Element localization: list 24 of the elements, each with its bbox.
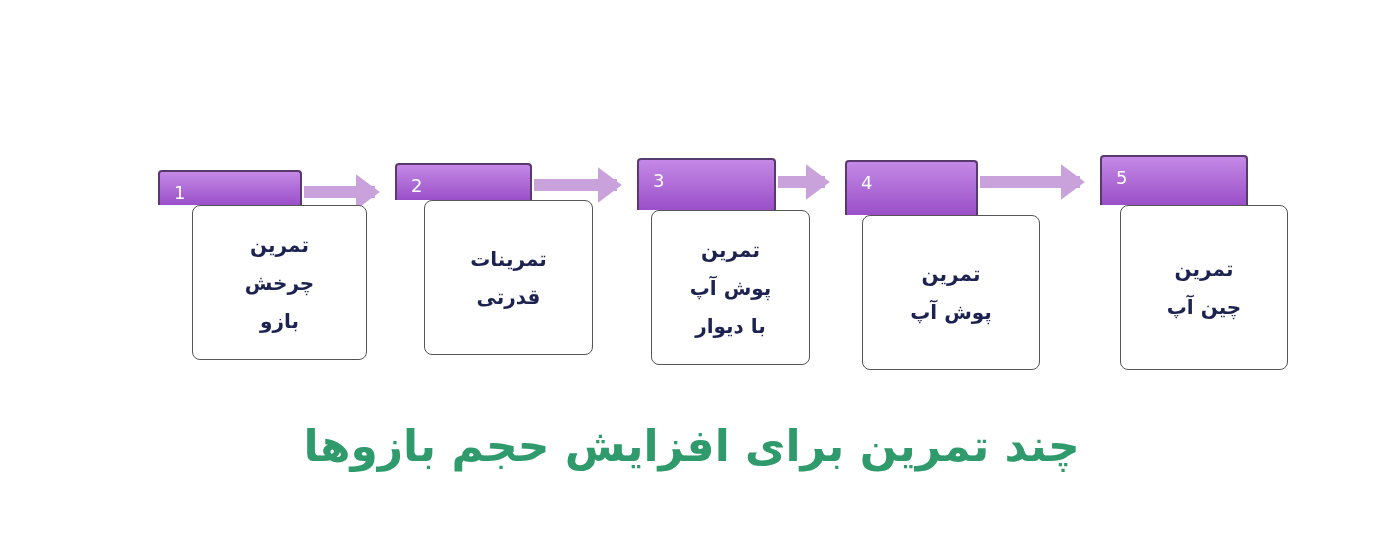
step-number: 4 — [861, 172, 873, 193]
step-card — [192, 205, 367, 360]
step-label: تمرین پوش آپ با دیوار — [688, 236, 773, 340]
step-number: 5 — [1116, 167, 1128, 188]
step-card — [651, 210, 810, 365]
step-tab — [845, 160, 978, 215]
step-number: 2 — [411, 175, 423, 196]
arrow — [980, 164, 1085, 200]
step-label: تمرین پوش آپ — [909, 260, 993, 327]
step-label: تمرین چرخش بازو — [243, 231, 316, 335]
step-label: تمرینات قدرتی — [469, 245, 548, 311]
step-tab — [395, 163, 532, 200]
step-tab — [158, 170, 302, 205]
step-card — [1120, 205, 1288, 370]
step-label: تمرین چین آپ — [1165, 255, 1243, 322]
step-tab — [1100, 155, 1248, 205]
step-card — [862, 215, 1040, 370]
step-number: 3 — [653, 170, 665, 191]
arrow — [778, 164, 830, 200]
title: چند تمرین برای افزایش حجم بازوها — [302, 420, 1081, 471]
step-tab — [637, 158, 776, 210]
step-number: 1 — [174, 182, 186, 203]
step-card — [424, 200, 593, 355]
arrow — [534, 167, 622, 203]
